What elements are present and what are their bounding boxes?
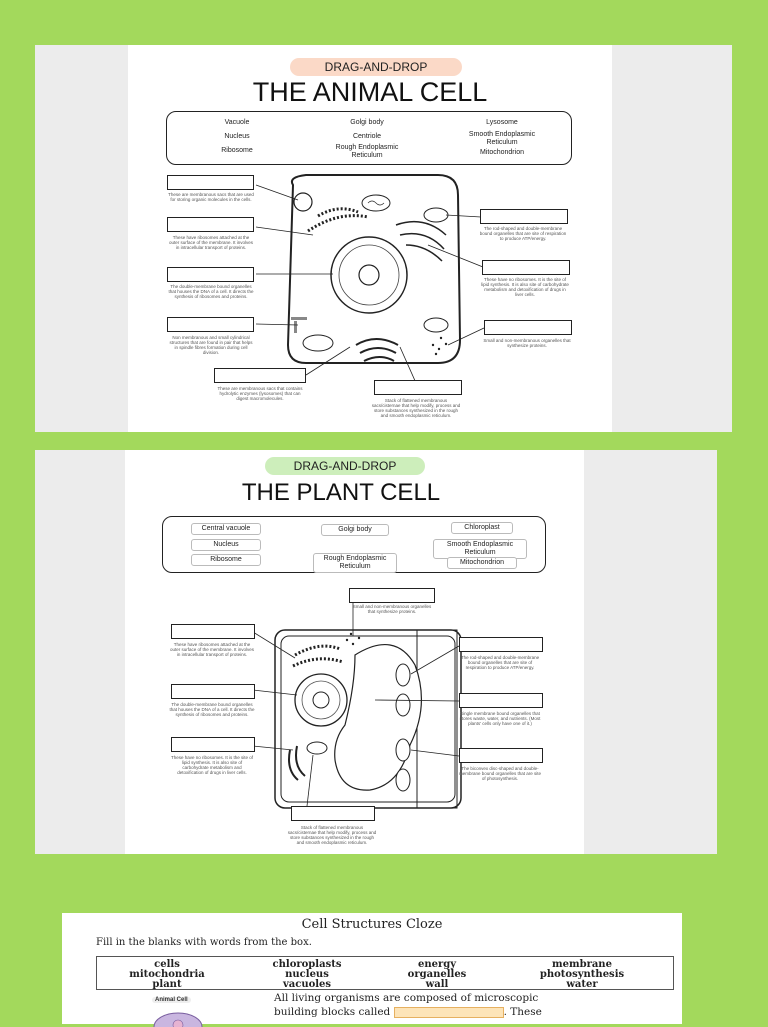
word-wall: wall — [425, 979, 449, 990]
word-mitochondrion[interactable]: Mitochondrion — [447, 557, 517, 569]
word-col-4: membrane photosynthesis water — [507, 960, 657, 990]
word-smooth-er[interactable]: Smooth Endoplasmic Reticulum — [468, 131, 536, 146]
word-col-2: chloroplasts nucleus vacuoles — [247, 960, 367, 990]
word-mitochondrion[interactable]: Mitochondrion — [480, 149, 524, 156]
animal-word-bank: Vacuole Golgi body Lysosome Nucleus Cent… — [166, 111, 572, 165]
desc-rough-er: These have ribosomes attached at the out… — [168, 235, 254, 250]
desc-ribosome: Small and non-membranous organelles that… — [483, 338, 571, 348]
answer-box-nucleus[interactable] — [167, 267, 254, 282]
word-rough-er[interactable]: Rough Endoplasmic Reticulum — [313, 553, 397, 573]
word-central-vacuole[interactable]: Central vacuole — [191, 523, 261, 535]
word-organelles: organelles — [407, 969, 467, 980]
desc-smooth-er: These have no ribosomes. It is the site … — [481, 277, 569, 297]
word-golgi-body[interactable]: Golgi body — [350, 119, 384, 126]
cloze-word-bank: cells mitochondria plant chloroplasts nu… — [96, 956, 674, 990]
word-nucleus: nucleus — [285, 969, 329, 980]
cloze-blank-1[interactable] — [393, 1006, 504, 1018]
desc-golgi: Stack of flattened membranous sacs/ciste… — [287, 825, 377, 845]
plant-title: THE PLANT CELL — [241, 479, 441, 506]
desc-rough-er: These have ribosomes attached at the out… — [169, 642, 255, 657]
word-centriole[interactable]: Centriole — [352, 133, 381, 140]
cell-thumbnail-image — [153, 1012, 203, 1027]
word-rough-er[interactable]: Rough Endoplasmic Reticulum — [335, 144, 399, 159]
animal-cell-diagram — [255, 174, 485, 384]
cloze-line-2-end: . These — [503, 1006, 542, 1018]
cloze-worksheet: Cell Structures Cloze Fill in the blanks… — [62, 913, 682, 1027]
word-water: water — [566, 979, 598, 990]
word-chloroplasts: chloroplasts — [272, 959, 342, 970]
word-cells: cells — [154, 959, 180, 970]
cloze-line-1: All living organisms are composed of mic… — [274, 992, 539, 1004]
word-vacuole[interactable]: Vacuole — [224, 119, 250, 126]
desc-mitochondria: The rod-shaped and double-membrane bound… — [479, 226, 567, 241]
animal-title: THE ANIMAL CELL — [252, 77, 488, 107]
desc-lysosome: These are membranous sacs that contains … — [217, 386, 303, 401]
plant-cell-worksheet: DRAG-AND-DROP THE PLANT CELL Central vac… — [125, 450, 584, 854]
desc-chloroplast: The biconvex disc-shaped and double-memb… — [458, 766, 542, 781]
plant-word-bank: Central vacuole Golgi body Chloroplast N… — [162, 516, 546, 573]
word-vacuoles: vacuoles — [282, 979, 332, 990]
word-photosynthesis: photosynthesis — [539, 969, 625, 980]
answer-box-rough-er[interactable] — [171, 624, 255, 639]
desc-centriole: Non membranous and small cylindrical str… — [169, 335, 253, 355]
thumb-label: Animal Cell — [152, 997, 191, 1003]
desc-vacuole: These are membranous sacs that are used … — [168, 192, 254, 202]
plant-cell-diagram — [252, 602, 462, 809]
answer-box-smooth-er[interactable] — [171, 737, 255, 752]
answer-box-vacuole[interactable] — [459, 693, 543, 708]
word-ribosome[interactable]: Ribosome — [191, 554, 261, 566]
word-membrane: membrane — [552, 959, 612, 970]
animal-cell-worksheet: DRAG-AND-DROP THE ANIMAL CELL Vacuole Go… — [128, 45, 612, 432]
desc-ribosome: Small and non-membranous organelles that… — [352, 604, 432, 614]
desc-nucleus: The double-membrane bound organelles tha… — [169, 702, 255, 717]
desc-nucleus: The double-membrane bound organelles tha… — [168, 284, 254, 299]
answer-box-chloroplast[interactable] — [459, 748, 543, 763]
word-lysosome[interactable]: Lysosome — [486, 119, 518, 126]
word-plant: plant — [152, 979, 182, 990]
answer-box-smooth-er[interactable] — [482, 260, 570, 275]
desc-golgi: Stack of flattened membranous sacs/ciste… — [371, 398, 461, 418]
answer-box-nucleus[interactable] — [171, 684, 255, 699]
cloze-line-2: building blocks called . These — [274, 1006, 542, 1018]
cloze-instruction: Fill in the blanks with words from the b… — [96, 937, 312, 948]
answer-box-vacuole[interactable] — [167, 175, 254, 190]
word-energy: energy — [417, 959, 457, 970]
animal-header-pill: DRAG-AND-DROP — [290, 58, 462, 76]
answer-box-rough-er[interactable] — [167, 217, 254, 232]
word-col-1: cells mitochondria plant — [107, 960, 227, 990]
answer-box-centriole[interactable] — [167, 317, 254, 332]
plant-header-pill: DRAG-AND-DROP — [265, 457, 425, 475]
word-nucleus[interactable]: Nucleus — [224, 133, 250, 140]
answer-box-mitochondria[interactable] — [459, 637, 543, 652]
answer-box-ribosome[interactable] — [349, 588, 435, 603]
answer-box-mitochondria[interactable] — [480, 209, 568, 224]
cloze-title: Cell Structures Cloze — [301, 917, 443, 932]
word-mitochondria: mitochondria — [129, 969, 205, 980]
desc-mitochondria: The rod-shaped and double-membrane bound… — [460, 655, 540, 670]
word-golgi-body[interactable]: Golgi body — [321, 524, 389, 536]
word-col-3: energy organelles wall — [387, 960, 487, 990]
answer-box-golgi[interactable] — [291, 806, 375, 821]
answer-box-ribosome[interactable] — [484, 320, 572, 335]
answer-box-lysosome[interactable] — [214, 368, 306, 383]
answer-box-golgi[interactable] — [374, 380, 462, 395]
word-chloroplast[interactable]: Chloroplast — [451, 522, 513, 534]
word-ribosome[interactable]: Ribosome — [221, 147, 253, 154]
cloze-line-2-start: building blocks called — [274, 1006, 391, 1018]
animal-cell-thumbnail: Animal Cell — [142, 995, 214, 1027]
desc-smooth-er: These have no ribosomes. It is the site … — [170, 755, 254, 775]
word-nucleus[interactable]: Nucleus — [191, 539, 261, 551]
desc-vacuole: Single membrane bound organelles that st… — [459, 711, 541, 726]
